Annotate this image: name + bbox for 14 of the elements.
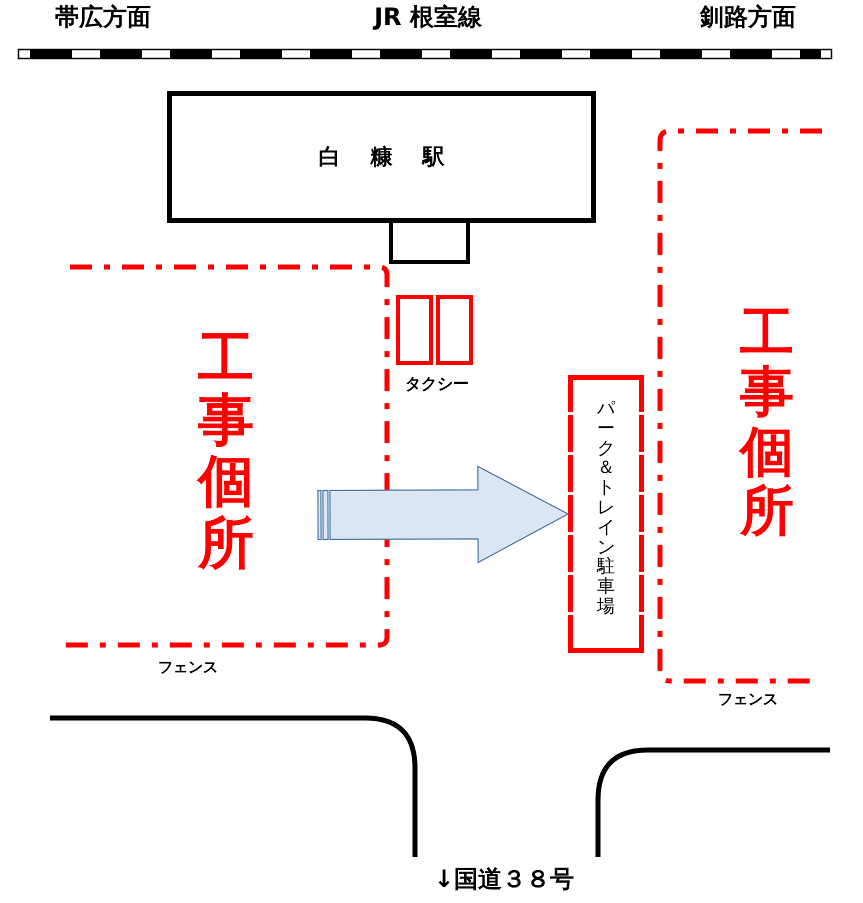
station-name: 白糠駅 (318, 144, 474, 172)
fence-label: フェンス (718, 690, 778, 709)
fence-label: フェンス (158, 658, 218, 677)
road-label: ↓国道３８号 (434, 866, 574, 894)
zone-label: 工事個所 (198, 328, 254, 574)
parking-lot (568, 375, 644, 653)
taxi-label: タクシー (405, 375, 469, 394)
parking-label: パーク＆トレイン駐車場 (597, 399, 615, 617)
block-arrow (317, 465, 570, 564)
direction-label: 帯広方面 (55, 4, 151, 32)
station-building (167, 91, 596, 223)
direction-label: 釧路方面 (700, 4, 796, 32)
zone-label: 工事個所 (740, 303, 794, 541)
railway-line-label: JR 根室線 (374, 4, 482, 32)
